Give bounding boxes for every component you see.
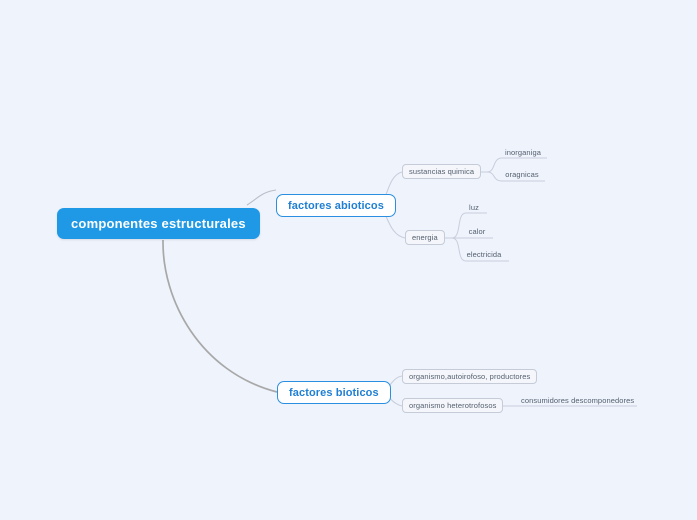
child-node-organismo-heterotrofosos[interactable]: organismo heterotrofosos [402,398,504,413]
leaf-node-inorganiga[interactable]: inorganiga [504,147,542,157]
edge-root-to-abioticos [246,189,277,206]
branch-node-factores-abioticos[interactable]: factores abioticos [276,194,396,217]
leaf-node-calor[interactable]: calor [468,226,486,236]
child-node-energia[interactable]: energia [405,230,445,245]
leaf-node-electricida[interactable]: electricida [466,249,502,259]
leaf-node-oragnicas[interactable]: oragnicas [505,169,539,179]
leaf-node-luz[interactable]: luz [469,202,479,212]
child-node-sustancias-quimica[interactable]: sustancias quimica [402,164,482,179]
root-node-componentes-estructurales[interactable]: componentes estructurales [57,208,260,239]
edge-root-to-bioticos [162,239,278,393]
child-node-organismo-autotrofo-productores[interactable]: organismo,autoirofoso, productores [402,369,538,384]
leaf-node-consumidores-descomponedores[interactable]: consumidores descomponedores [521,395,635,405]
branch-node-factores-bioticos[interactable]: factores bioticos [277,381,391,404]
